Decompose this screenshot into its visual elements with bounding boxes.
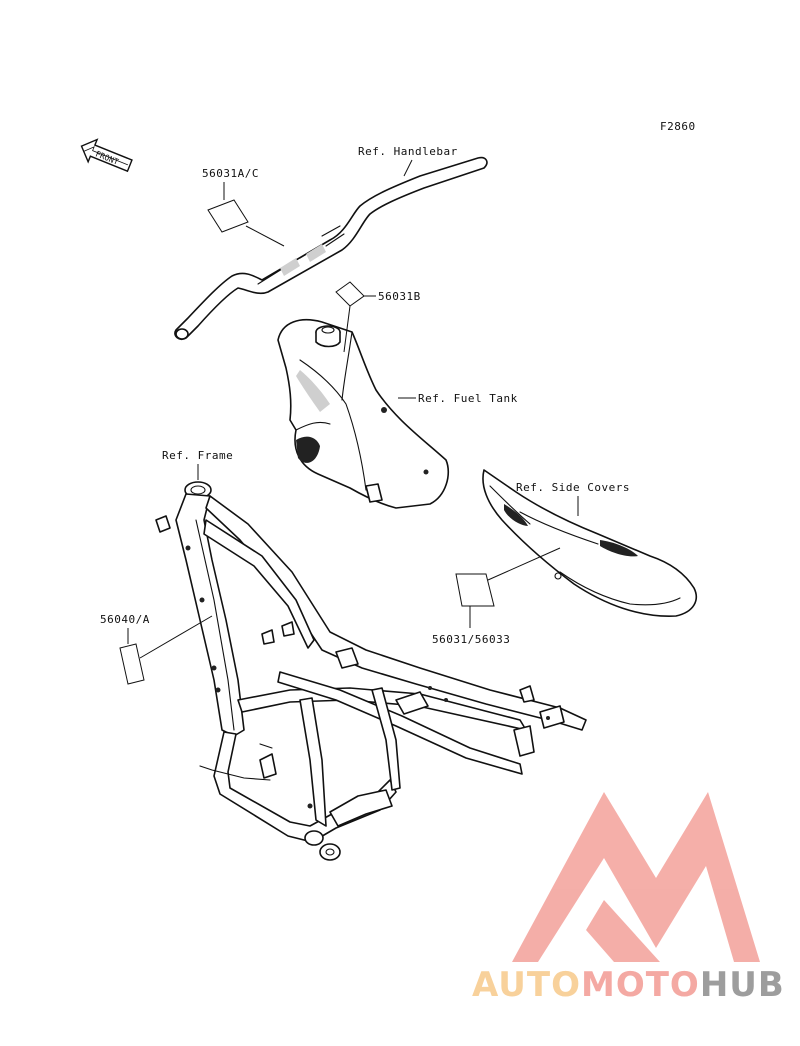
decal-56040a — [119, 643, 145, 685]
decal-56031-56033 — [455, 573, 495, 607]
watermark-moto: MOTO — [581, 965, 700, 1005]
label-56040a: 56040/A — [100, 613, 150, 626]
label-56031ac: 56031A/C — [202, 167, 259, 180]
decal-56031ac — [207, 199, 249, 233]
front-arrow-icon: FRONT — [80, 138, 133, 173]
watermark-auto: AUTO — [472, 965, 581, 1005]
handlebar — [174, 156, 488, 341]
label-ref-handlebar: Ref. Handlebar — [358, 145, 458, 158]
fuel-tank — [277, 318, 450, 509]
svg-text:AUTOMOTOHUB: AUTOMOTOHUB — [472, 965, 785, 1005]
label-56031-56033: 56031/56033 — [432, 633, 510, 646]
figure-code: F2860 — [660, 120, 696, 133]
label-56031b: 56031B — [378, 290, 421, 303]
label-ref-frame: Ref. Frame — [162, 449, 233, 462]
automotohub-watermark: AUTOMOTOHUB — [472, 792, 785, 1005]
label-ref-fuel-tank: Ref. Fuel Tank — [418, 392, 518, 405]
frame — [155, 481, 587, 861]
decal-56031b — [335, 281, 365, 307]
label-ref-side-covers: Ref. Side Covers — [516, 481, 630, 494]
side-cover — [482, 469, 698, 617]
watermark-hub: HUB — [700, 965, 785, 1005]
watermark-logo-icon — [512, 792, 760, 962]
